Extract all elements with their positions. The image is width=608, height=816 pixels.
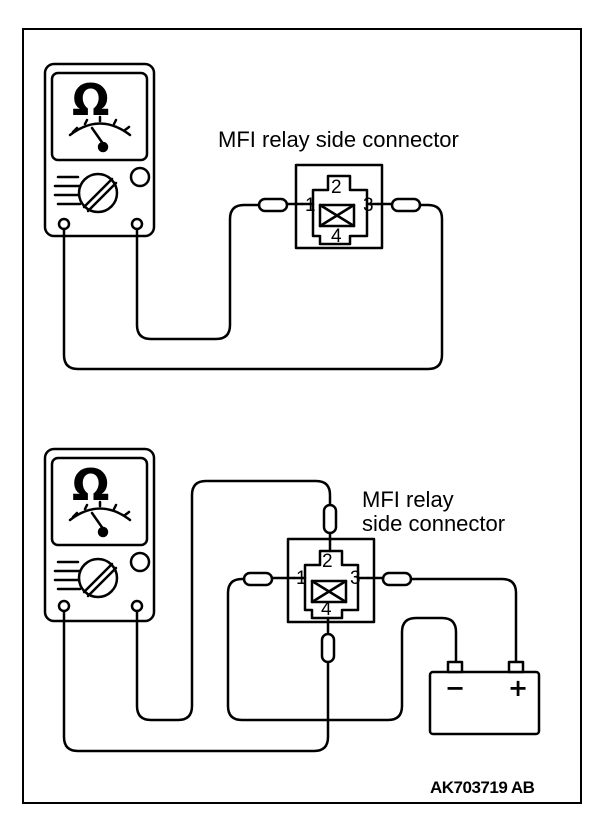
figure-frame <box>22 28 582 804</box>
connector-label-bottom-line1: MFI relay <box>362 487 454 512</box>
pin-2-bottom: 2 <box>322 551 333 572</box>
relay-connector-top <box>294 163 384 250</box>
probe-wires-top <box>62 197 444 371</box>
connector-label-bottom-line2: side connector <box>362 511 506 536</box>
battery <box>428 660 541 736</box>
ohmmeter-bottom <box>43 447 156 623</box>
ohm-symbol-top: Ω <box>72 75 110 126</box>
pin-4-top: 4 <box>331 226 342 247</box>
pin-4-bottom: 4 <box>321 599 332 620</box>
probe-wires-bottom <box>62 479 518 753</box>
pin-2-top: 2 <box>331 177 342 198</box>
relay-connector-bottom <box>286 536 376 634</box>
connector-label-top: MFI relay side connector <box>218 127 459 152</box>
pin-3-bottom: 3 <box>350 568 361 589</box>
pin-1-top: 1 <box>305 195 316 216</box>
battery-negative-sign: − <box>445 674 466 702</box>
figure-code: AK703719 AB <box>430 778 535 797</box>
pin-3-top: 3 <box>363 195 374 216</box>
pin-1-bottom: 1 <box>296 568 307 589</box>
ohm-symbol-bottom: Ω <box>72 460 110 511</box>
battery-positive-sign: + <box>508 674 529 702</box>
